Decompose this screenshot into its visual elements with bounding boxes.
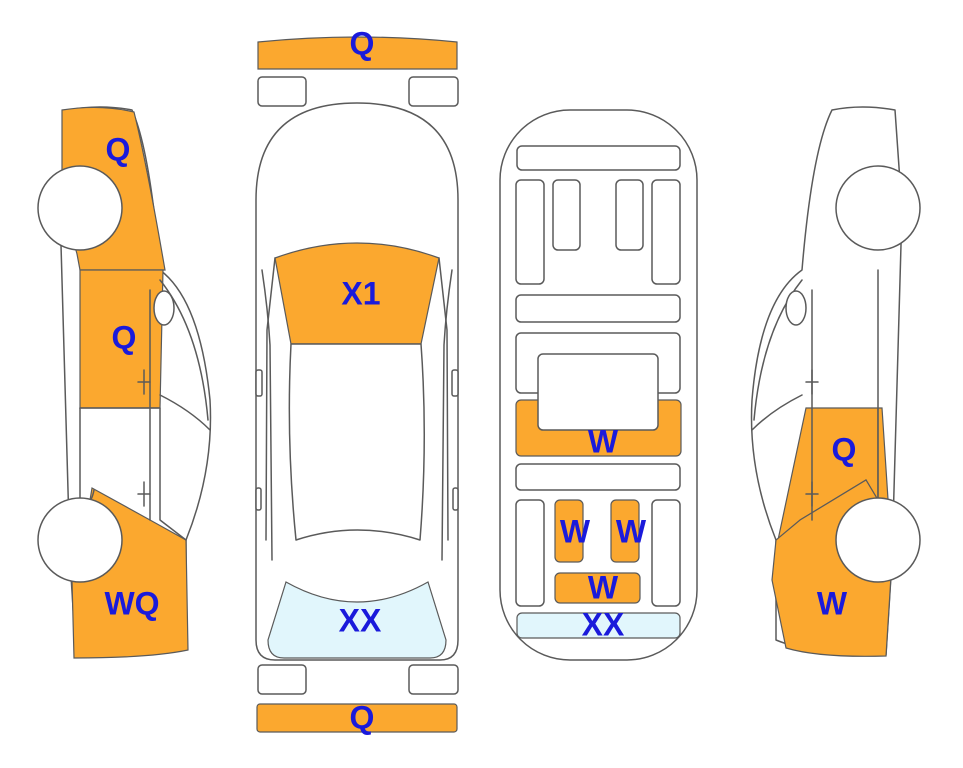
rear-bumper-zone[interactable]	[256, 703, 458, 733]
right-rear-zone[interactable]	[771, 407, 893, 657]
right-front-handle	[805, 369, 819, 395]
a-pillar-left	[261, 269, 273, 561]
rear-right-rail	[651, 499, 681, 607]
under-rear-zone[interactable]	[554, 572, 641, 604]
left-front-handle	[137, 369, 151, 395]
front-left-lamp	[257, 76, 307, 107]
under-rear-glass-zone[interactable]	[516, 612, 681, 639]
under-left-zone[interactable]	[554, 499, 584, 563]
right-front-wheel	[835, 165, 921, 251]
right-rear-label: W	[817, 585, 848, 621]
underside-view: W W W W XX	[499, 109, 698, 661]
inner-side-right	[438, 257, 449, 541]
front-right-lamp	[408, 76, 459, 107]
right-rear-door-label: Q	[832, 431, 857, 467]
under-rear-label: W	[588, 569, 619, 605]
left-door-label: Q	[112, 319, 137, 355]
under-rear-glass-label: XX	[582, 606, 625, 642]
rear-left-lamp	[257, 664, 307, 695]
right-window-line-2	[751, 394, 803, 431]
left-front-label: Q	[106, 131, 131, 167]
front-bumper-zone[interactable]	[257, 36, 458, 70]
rear-window-label: XX	[339, 602, 382, 638]
left-mirror	[255, 369, 263, 397]
under-left-label: W	[560, 513, 591, 549]
under-right-zone[interactable]	[610, 499, 640, 563]
left-mirror-side	[153, 290, 175, 326]
front-right-rail	[651, 179, 681, 285]
rear-left-rail	[515, 499, 545, 607]
left-handle	[255, 487, 262, 511]
floor-pan-plate	[537, 353, 659, 431]
right-side-view: Q W	[750, 106, 921, 657]
right-mirror	[451, 369, 459, 397]
right-rear-handle	[805, 481, 819, 507]
left-door-split	[79, 407, 187, 541]
roof-panel	[288, 343, 426, 541]
under-center-label: W	[588, 423, 619, 459]
rear-right-lamp	[408, 664, 459, 695]
left-rear-handle	[137, 481, 151, 507]
front-left-inner	[552, 179, 581, 251]
left-window-line-2	[159, 394, 211, 431]
left-rear-wheel	[37, 497, 123, 583]
mid-crossmember	[515, 294, 681, 323]
right-mirror-side	[785, 290, 807, 326]
front-bumper-label: Q	[350, 25, 375, 61]
left-front-wheel	[37, 165, 123, 251]
under-right-label: W	[616, 513, 647, 549]
top-view: Q X1 XX Q	[255, 25, 459, 735]
right-rear-wheel	[835, 497, 921, 583]
rear-crossmember	[515, 463, 681, 491]
a-pillar-right	[441, 269, 453, 561]
rear-bumper-label: Q	[350, 699, 375, 735]
left-side-view: Q Q WQ	[37, 106, 212, 659]
rear-window-zone[interactable]	[267, 581, 447, 659]
inner-side-left	[265, 257, 276, 541]
front-right-inner	[615, 179, 644, 251]
windshield-label: X1	[341, 275, 380, 311]
front-crossmember	[516, 145, 681, 171]
left-rear-label: WQ	[104, 585, 159, 621]
right-handle	[452, 487, 459, 511]
front-left-rail	[515, 179, 545, 285]
